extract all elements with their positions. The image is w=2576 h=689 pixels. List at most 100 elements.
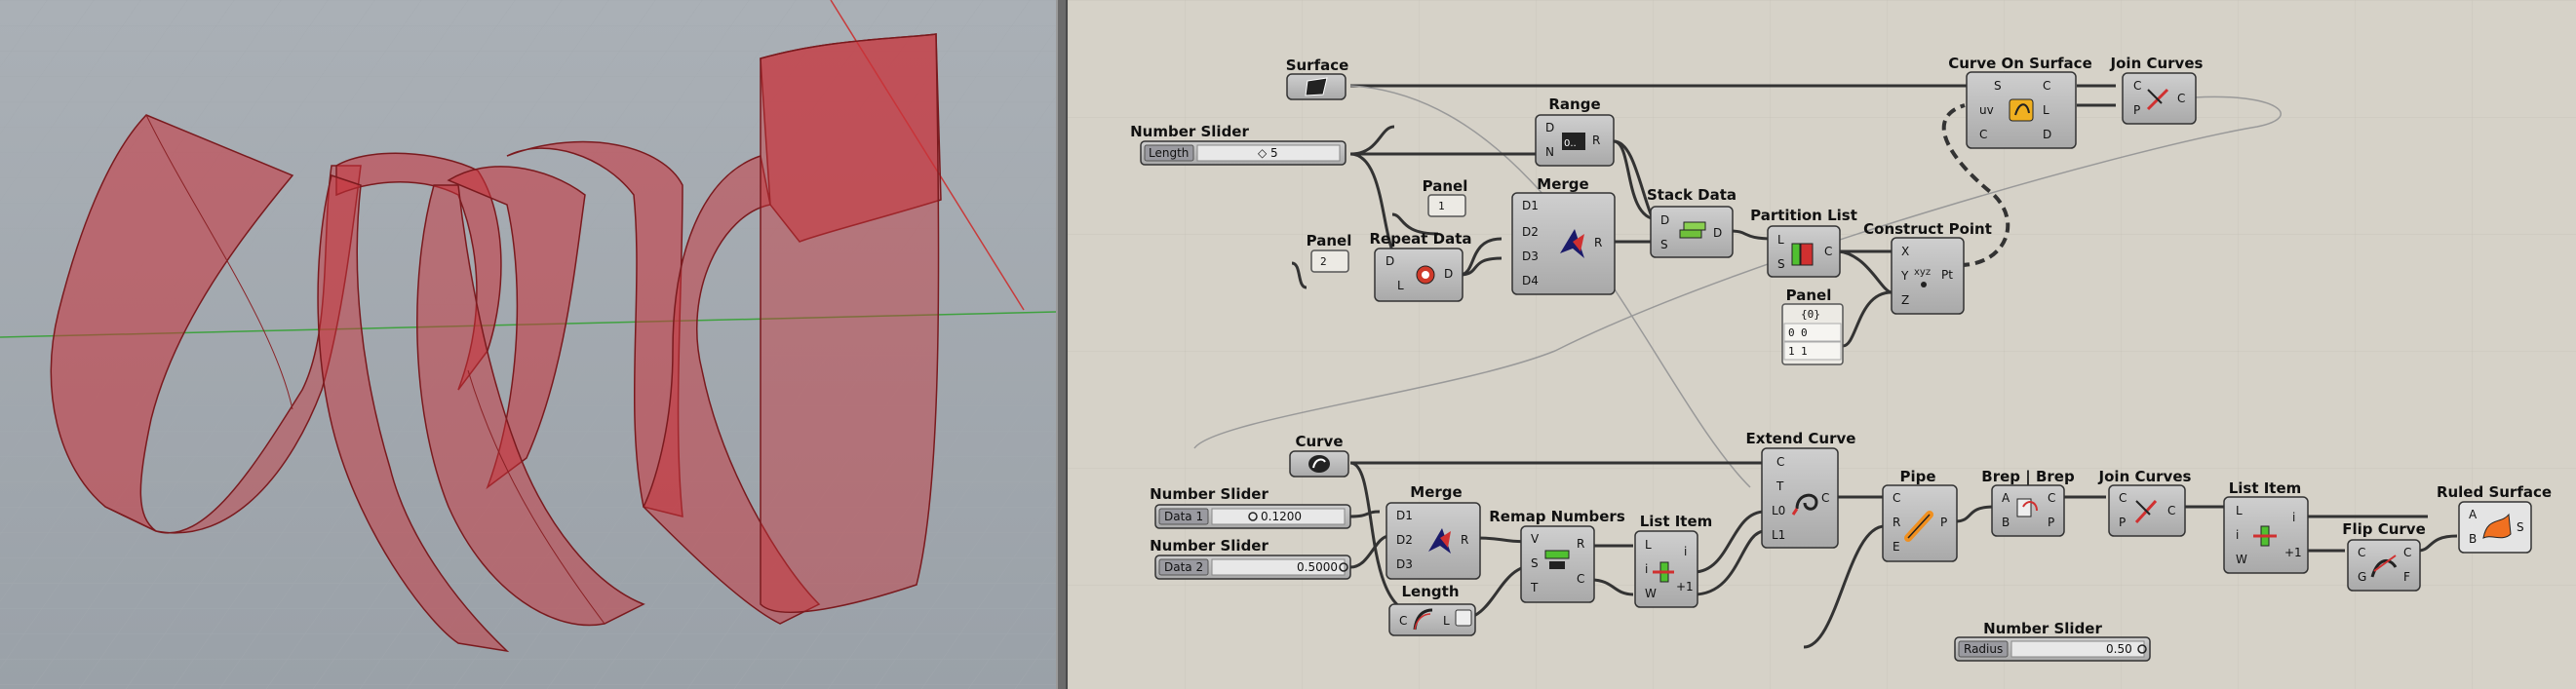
listitem2-port-plus1[interactable]: +1 — [2284, 546, 2302, 559]
partition-port-s[interactable]: S — [1777, 257, 1785, 271]
stack-port-s[interactable]: S — [1660, 238, 1668, 251]
ruled-port-a[interactable]: A — [2469, 508, 2478, 521]
slider-length-track[interactable] — [1196, 144, 1341, 162]
pipe-port-c[interactable]: C — [1893, 491, 1900, 505]
join-top-port-c[interactable]: C — [2133, 79, 2141, 93]
node-merge-top[interactable]: Merge D1 D2 D3 D4 R — [1511, 175, 1616, 295]
repeat-port-d[interactable]: D — [1386, 254, 1394, 268]
wire-flip-ruled[interactable] — [2417, 534, 2458, 553]
join-bottom-port-out-c[interactable]: C — [2167, 504, 2175, 517]
join-bottom-port-p[interactable]: P — [2119, 516, 2126, 529]
node-number-slider-data2[interactable]: Number Slider Data 2 0.5000 — [1150, 537, 1351, 580]
listitem1-port-i[interactable]: i — [1645, 562, 1648, 576]
flip-port-g[interactable]: G — [2358, 570, 2366, 584]
listitem1-port-l[interactable]: L — [1645, 538, 1652, 552]
brep-port-b[interactable]: B — [2002, 516, 2010, 529]
point-port-y[interactable]: Y — [1900, 269, 1909, 283]
slider-data1-grip[interactable] — [1248, 512, 1258, 521]
join-top-port-p[interactable]: P — [2133, 103, 2140, 117]
rhino-viewport[interactable] — [0, 0, 1056, 689]
repeat-port-out-d[interactable]: D — [1444, 267, 1453, 281]
slider-data2-grip[interactable] — [1339, 562, 1348, 572]
repeat-port-l[interactable]: L — [1397, 279, 1404, 292]
cos-port-l[interactable]: L — [2043, 103, 2049, 117]
node-merge-bottom[interactable]: Merge D1 D2 D3 R — [1386, 483, 1481, 580]
cos-port-out-c[interactable]: C — [2043, 79, 2050, 93]
cos-port-s[interactable]: S — [1994, 79, 2002, 93]
wire-remap-listitem2[interactable] — [1590, 578, 1634, 596]
viewport-canvas-splitter[interactable] — [1056, 0, 1068, 689]
brep-port-a[interactable]: A — [2002, 491, 2010, 505]
node-curve[interactable]: Curve — [1289, 433, 1349, 478]
node-join-curves-bottom[interactable]: Join Curves C P C — [2098, 468, 2192, 537]
node-repeat-data[interactable]: Repeat Data D L D — [1369, 230, 1472, 302]
wire-stack-partition[interactable] — [1730, 229, 1776, 241]
merge-bottom-port-r[interactable]: R — [1461, 533, 1468, 547]
node-range[interactable]: Range D N R 0.. — [1535, 96, 1615, 167]
slider-radius-track[interactable] — [2010, 640, 2145, 658]
wire-data2-merge[interactable] — [1349, 534, 1390, 569]
range-port-n[interactable]: N — [1545, 145, 1554, 159]
node-panel-2[interactable]: Panel 2 — [1307, 232, 1352, 273]
node-flip-curve[interactable]: Flip Curve C G C F — [2342, 520, 2426, 592]
ruled-port-b[interactable]: B — [2469, 532, 2477, 546]
range-port-d[interactable]: D — [1545, 121, 1554, 134]
node-panel-list[interactable]: Panel {0} 0 0 1 1 — [1781, 287, 1844, 365]
stack-port-out-d[interactable]: D — [1713, 226, 1722, 240]
listitem1-port-plus1[interactable]: +1 — [1676, 580, 1694, 593]
wire-panel-point[interactable] — [1842, 290, 1893, 348]
node-number-slider-radius[interactable]: Number Slider Radius 0.50 — [1954, 620, 2151, 662]
listitem1-port-w[interactable]: W — [1645, 587, 1657, 600]
listitem1-port-out-i[interactable]: i — [1684, 545, 1687, 558]
listitem2-port-i[interactable]: i — [2236, 528, 2239, 542]
join-top-port-out-c[interactable]: C — [2177, 92, 2185, 105]
node-number-slider-data1[interactable]: Number Slider Data 1 0.1200 — [1150, 485, 1351, 529]
flip-port-out-c[interactable]: C — [2403, 546, 2411, 559]
range-port-r[interactable]: R — [1592, 134, 1600, 147]
pipe-port-e[interactable]: E — [1893, 540, 1900, 554]
remap-port-s[interactable]: S — [1531, 556, 1539, 570]
extend-port-t[interactable]: T — [1776, 479, 1784, 493]
partition-port-c[interactable]: C — [1824, 245, 1832, 258]
wire-listitem-extend[interactable] — [1693, 510, 1766, 574]
point-port-x[interactable]: X — [1901, 245, 1909, 258]
merge-top-port-d1[interactable]: D1 — [1522, 199, 1539, 212]
node-remap-numbers[interactable]: Remap Numbers V S T R C — [1489, 508, 1625, 603]
remap-port-r[interactable]: R — [1577, 537, 1584, 551]
ruled-port-s[interactable]: S — [2517, 520, 2524, 534]
ruled-surface-ribbon[interactable] — [50, 33, 942, 653]
merge-top-port-d4[interactable]: D4 — [1522, 274, 1539, 287]
wire-pipe-brep[interactable] — [1954, 505, 1995, 523]
node-brep-brep[interactable]: Brep | Brep A B C P — [1981, 468, 2075, 537]
slider-radius-grip[interactable] — [2137, 644, 2147, 654]
join-bottom-port-c[interactable]: C — [2119, 491, 2127, 505]
node-length[interactable]: Length C L — [1388, 583, 1476, 636]
node-ruled-surface[interactable]: Ruled Surface A B S — [2437, 483, 2552, 554]
extend-port-out-c[interactable]: C — [1821, 491, 1829, 505]
remap-port-t[interactable]: T — [1530, 581, 1539, 594]
node-list-item-1[interactable]: List Item L i W i +1 — [1634, 513, 1712, 608]
listitem2-port-l[interactable]: L — [2236, 504, 2243, 517]
brep-port-p[interactable]: P — [2048, 516, 2054, 529]
merge-top-port-r[interactable]: R — [1594, 236, 1602, 249]
cos-port-uv[interactable]: uv — [1979, 103, 1994, 117]
merge-top-port-d3[interactable]: D3 — [1522, 249, 1539, 263]
slider-data2-track[interactable] — [1211, 558, 1346, 576]
listitem2-port-w[interactable]: W — [2236, 553, 2247, 566]
extend-port-l0[interactable]: L0 — [1772, 504, 1785, 517]
remap-port-v[interactable]: V — [1531, 532, 1540, 546]
remap-port-c[interactable]: C — [1577, 572, 1584, 586]
length-port-l[interactable]: L — [1443, 614, 1450, 628]
point-port-z[interactable]: Z — [1901, 293, 1909, 307]
node-stack-data[interactable]: Stack Data D S D — [1647, 186, 1737, 258]
merge-top-port-d2[interactable]: D2 — [1522, 225, 1539, 239]
brep-port-c[interactable]: C — [2048, 491, 2055, 505]
extend-port-c[interactable]: C — [1776, 455, 1784, 469]
node-construct-point[interactable]: Construct Point X Y Z Pt xyz — [1863, 220, 1992, 315]
node-pipe[interactable]: Pipe C R E P — [1882, 468, 1958, 562]
wire-panel2-repeat[interactable] — [1291, 261, 1308, 289]
wire-radius-pipe[interactable] — [1803, 524, 1886, 649]
wire-listitem-extend2[interactable] — [1693, 529, 1766, 596]
flip-port-f[interactable]: F — [2403, 570, 2410, 584]
length-graft-toggle[interactable] — [1455, 609, 1472, 627]
